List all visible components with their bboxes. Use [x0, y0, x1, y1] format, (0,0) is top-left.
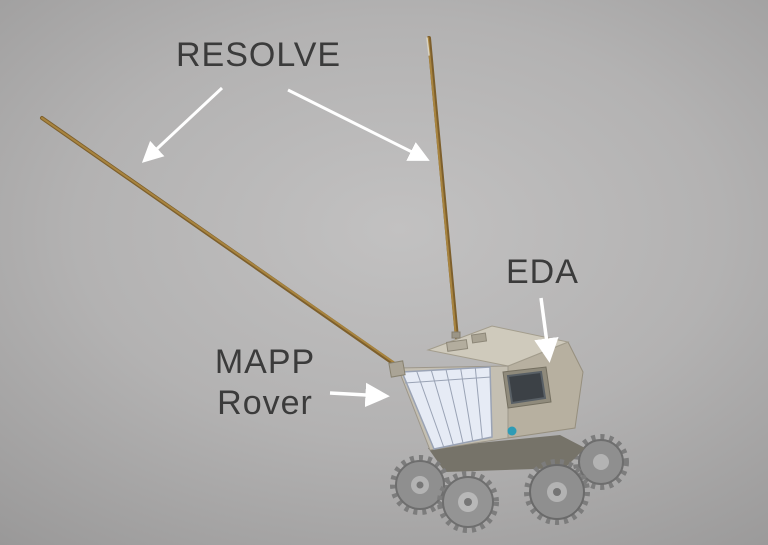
label-mapp-line1: MAPP [214, 343, 316, 381]
label-mapp-rover: MAPP Rover [200, 342, 330, 424]
resolve-arrow-right-icon [287, 88, 430, 161]
wheel-front-left [390, 455, 450, 515]
top-deck-instruments [445, 331, 488, 352]
accent-dot [507, 426, 517, 436]
antenna-mount [388, 360, 406, 378]
label-eda: EDA [506, 253, 579, 291]
eda-window [502, 366, 552, 409]
eda-arrow-icon [534, 297, 559, 363]
right-antenna [426, 36, 459, 340]
wheel-front-center [437, 471, 499, 533]
wheel-rear-right [573, 434, 629, 490]
wheel-right [524, 459, 590, 525]
mapp-arrow-icon [329, 382, 390, 408]
solar-panel-array [400, 366, 493, 450]
label-resolve: RESOLVE [176, 36, 342, 74]
resolve-arrow-left-icon [141, 86, 224, 163]
rover-face-top [426, 325, 570, 367]
left-antenna [40, 116, 402, 370]
label-mapp-line2: Rover [217, 384, 313, 422]
